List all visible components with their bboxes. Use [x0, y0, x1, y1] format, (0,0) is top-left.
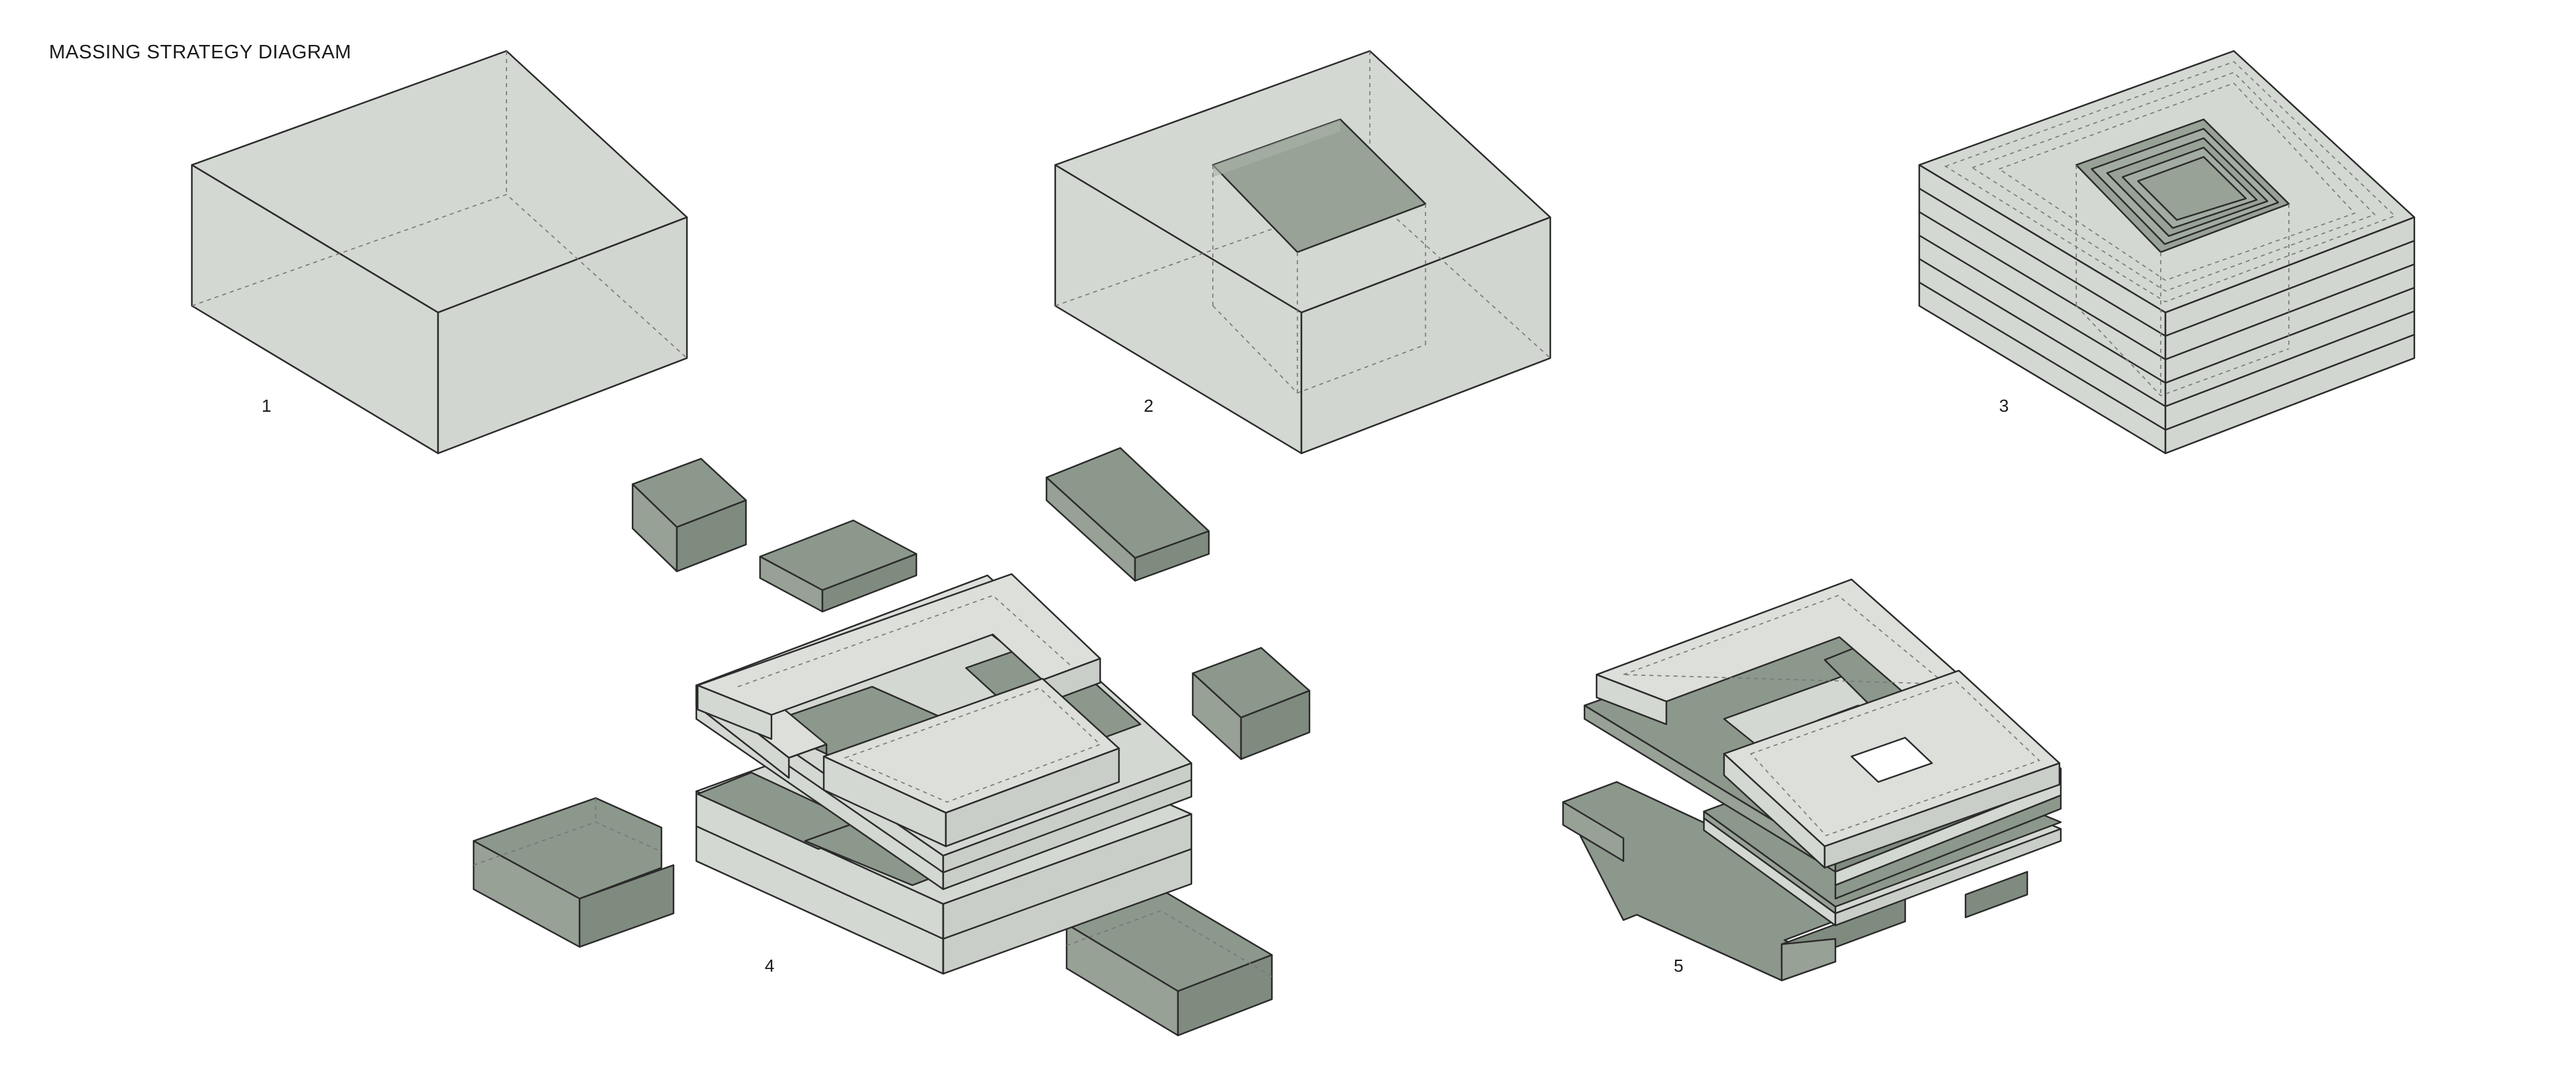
step-label-3: 3	[1999, 396, 2009, 416]
mass-5-shifted-stack	[1562, 578, 2062, 982]
mass-2-courtyard-block	[1054, 50, 1552, 455]
step-label-2: 2	[1144, 396, 1154, 416]
mass-3-stacked-floors	[1918, 50, 2416, 455]
mass-4-small-block-b	[759, 519, 918, 613]
mass-4-small-block-c	[1045, 447, 1210, 582]
diagram-title: MASSING STRATEGY DIAGRAM	[49, 42, 352, 63]
mass-4-stacked-base	[695, 573, 1193, 975]
mass-4-bottom-block	[1065, 888, 1273, 1037]
step-label-1: 1	[262, 396, 272, 416]
step-label-5: 5	[1674, 956, 1684, 976]
mass-4-small-block-a	[631, 457, 747, 573]
mass-4-l-block	[472, 797, 675, 948]
mass-4-small-block-d	[1191, 646, 1311, 760]
step-label-4: 4	[765, 956, 775, 976]
mass-1-solid-block	[191, 50, 688, 455]
